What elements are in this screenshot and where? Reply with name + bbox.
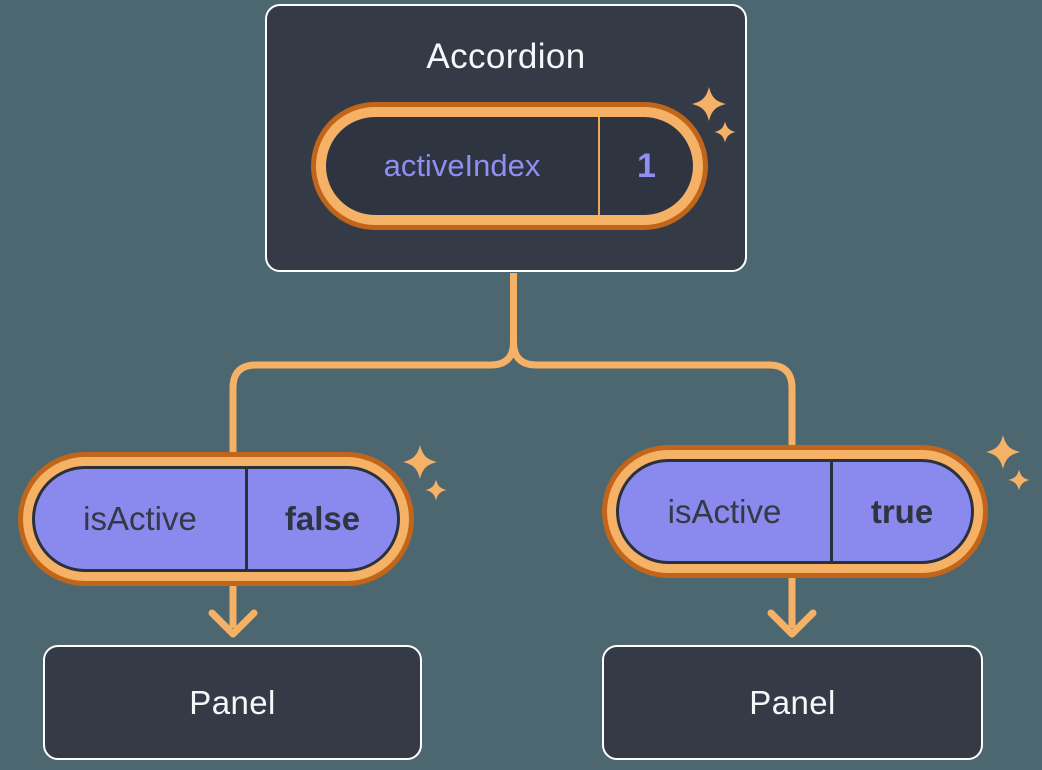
prop-value-label: true	[870, 492, 934, 530]
arrow-down-icon	[208, 609, 258, 638]
pill-inner-ring: activeIndex 1	[316, 107, 703, 225]
component-title: Panel	[189, 683, 276, 721]
pill-divider	[830, 462, 833, 561]
pill-core: activeIndex 1	[326, 117, 693, 215]
prop-name-label: isActive	[83, 500, 197, 537]
component-title: Panel	[749, 683, 836, 721]
arrow-down-icon	[767, 609, 817, 638]
prop-value-label: false	[284, 500, 361, 537]
sparkle-icon	[403, 445, 447, 501]
prop-pill-isactive-false: isActive false	[18, 452, 414, 586]
state-value-label: 1	[637, 146, 656, 185]
pill-divider	[245, 469, 248, 569]
pill-inner-ring: isActive true	[607, 450, 983, 573]
pill-core: isActive false	[32, 466, 400, 572]
pill-core: isActive true	[616, 459, 974, 564]
state-name-label: activeIndex	[383, 148, 541, 183]
prop-pill-isactive-true: isActive true	[602, 445, 988, 578]
pill-divider	[598, 117, 600, 215]
component-box-panel-left: Panel	[43, 645, 422, 760]
connector-right-branch	[510, 273, 796, 628]
pill-inner-ring: isActive false	[23, 457, 409, 581]
prop-name-label: isActive	[667, 492, 782, 530]
sparkle-icon	[986, 435, 1030, 491]
component-box-panel-right: Panel	[602, 645, 983, 760]
component-title: Accordion	[426, 37, 586, 76]
state-pill-activeindex: activeIndex 1	[311, 102, 708, 230]
sparkle-icon	[692, 87, 736, 143]
